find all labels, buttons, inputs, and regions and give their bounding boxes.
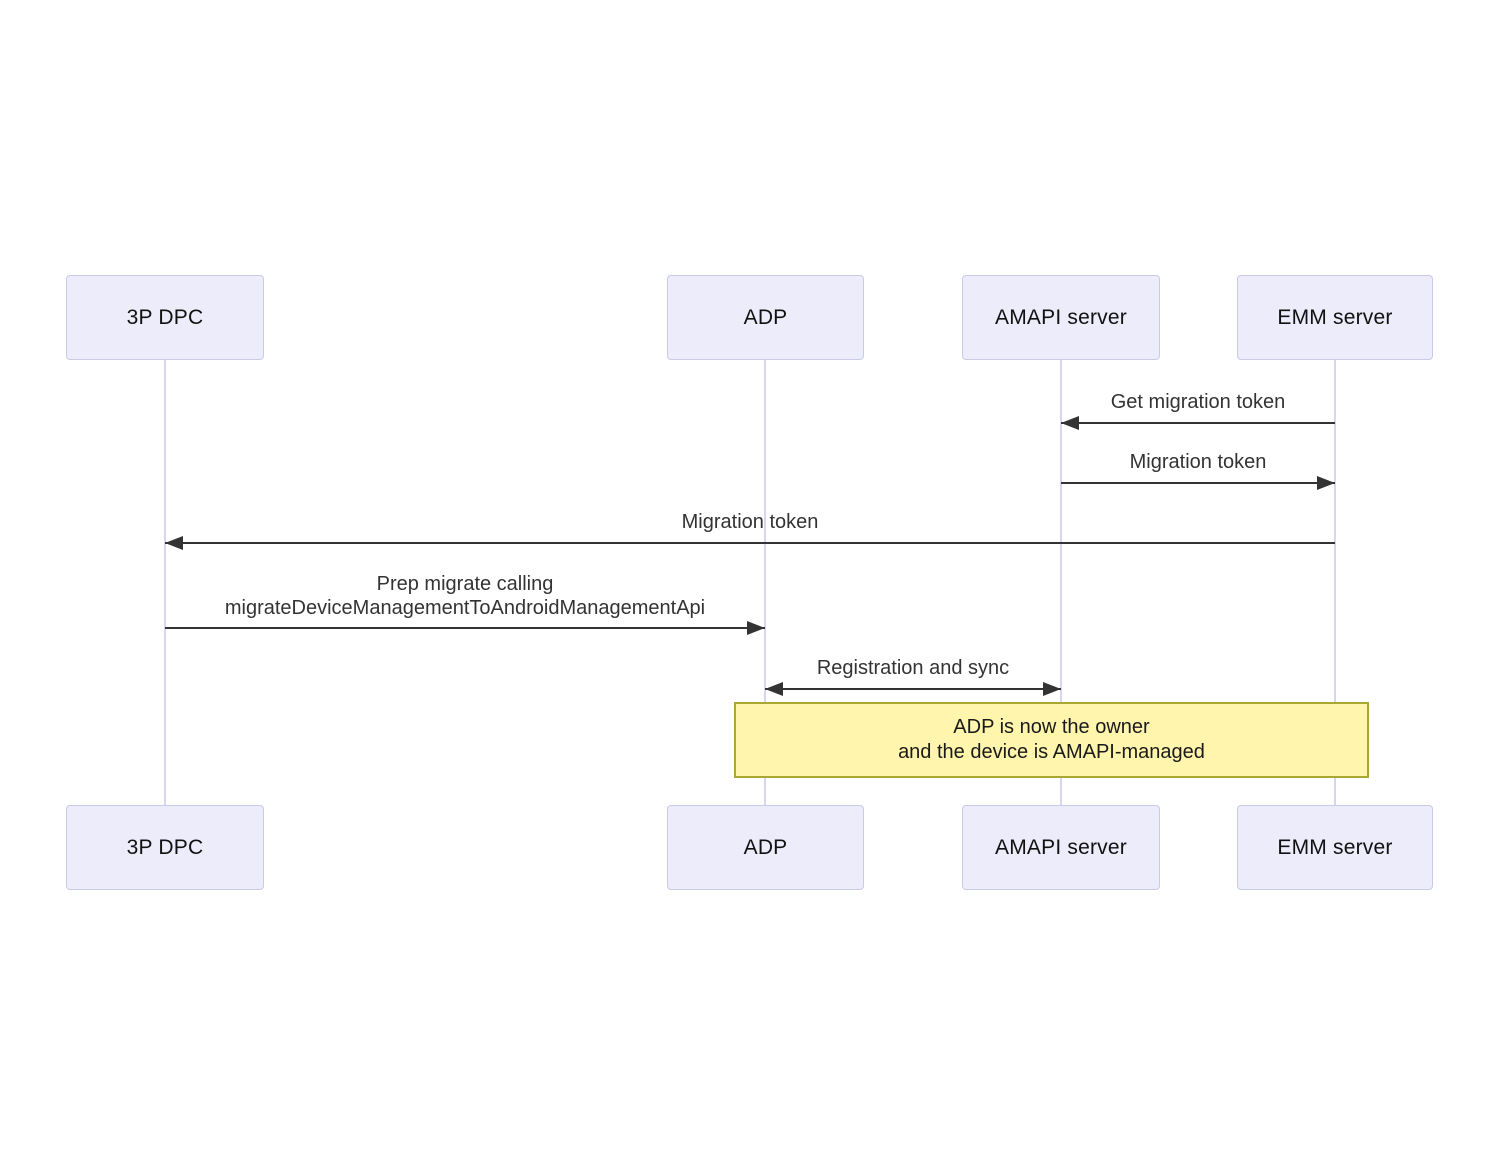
note-adp-owner: ADP is now the owner and the device is A… [734,702,1369,778]
arrow-shaft [1061,482,1335,484]
message-label-migration-token-to-emm: Migration token [1129,451,1267,473]
message-label-prep-migrate: Prep migrate calling migrateDeviceManage… [224,573,706,619]
actor-label: EMM server [1277,305,1393,329]
actor-label: EMM server [1277,835,1393,859]
arrowhead-left [765,682,783,696]
actor-label: ADP [743,305,788,329]
actor-bottom-3p-dpc: 3P DPC [66,805,264,890]
actor-top-emm-server: EMM server [1237,275,1433,360]
arrowhead-right [1043,682,1061,696]
actor-label: AMAPI server [995,835,1127,859]
message-label-migration-token-to-dpc: Migration token [681,511,819,533]
lifeline-3p-dpc [164,360,166,805]
arrow-shaft [165,542,1335,544]
arrow-shaft [165,627,765,629]
message-label-get-migration-token: Get migration token [1110,391,1286,413]
arrow-shaft [1061,422,1335,424]
arrowhead-left [1061,416,1079,430]
message-arrow-registration-sync [765,681,1061,697]
note-text: ADP is now the owner and the device is A… [898,716,1205,763]
arrowhead-left [165,536,183,550]
arrow-shaft [765,688,1061,690]
actor-label: ADP [743,835,788,859]
message-arrow-get-migration-token [1061,415,1335,431]
actor-top-3p-dpc: 3P DPC [66,275,264,360]
actor-top-amapi-server: AMAPI server [962,275,1160,360]
actor-bottom-amapi-server: AMAPI server [962,805,1160,890]
message-label-registration-sync: Registration and sync [816,657,1010,679]
arrowhead-right [747,621,765,635]
arrowhead-right [1317,476,1335,490]
lifeline-adp [764,360,766,805]
actor-label: AMAPI server [995,305,1127,329]
lifeline-emm-server [1334,360,1336,805]
actor-top-adp: ADP [667,275,864,360]
message-arrow-prep-migrate [165,620,765,636]
actor-label: 3P DPC [126,305,204,329]
lifeline-amapi-server [1060,360,1062,805]
actor-label: 3P DPC [126,835,204,859]
actor-bottom-adp: ADP [667,805,864,890]
actor-bottom-emm-server: EMM server [1237,805,1433,890]
message-arrow-migration-token-to-dpc [165,535,1335,551]
message-arrow-migration-token-to-emm [1061,475,1335,491]
